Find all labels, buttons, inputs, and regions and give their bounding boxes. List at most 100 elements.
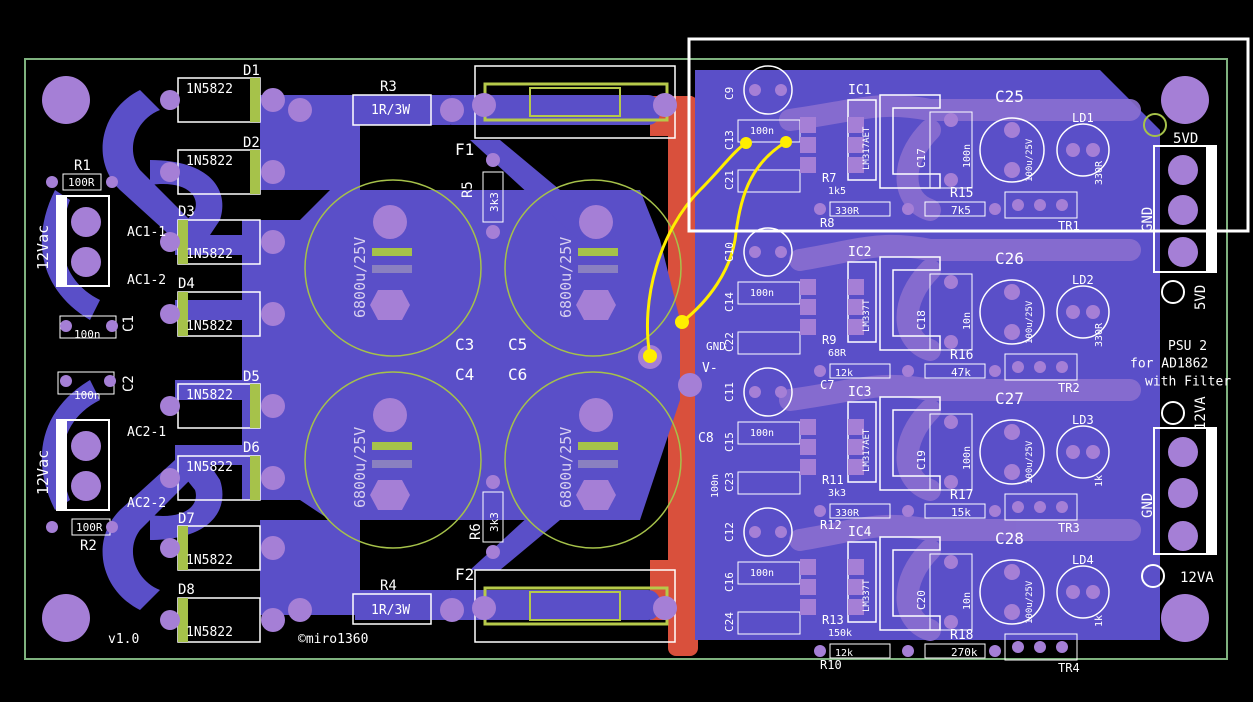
mount-hole-tr	[1161, 76, 1209, 124]
highlight-box	[687, 37, 1250, 233]
label-ac1-1: AC1-1	[127, 225, 166, 240]
label-ic1-led: LD1	[1072, 111, 1094, 125]
resistor-r2	[46, 518, 118, 536]
board-outline	[24, 58, 1228, 660]
connector-j2	[56, 419, 110, 511]
value-r1: 100R	[68, 176, 95, 189]
label-out1-top: 5VD	[1173, 131, 1198, 147]
label-copyright: ©miro1360	[298, 632, 368, 647]
label-ic1-ic-part: LM317AET	[862, 126, 872, 170]
label-ic4-led: LD4	[1072, 553, 1094, 567]
label-r6: R6	[468, 523, 484, 540]
label-c6: C6	[508, 365, 527, 384]
label-ic2-ic: IC2	[848, 245, 871, 260]
label-ic4-c-a: C12	[723, 522, 736, 542]
label-ic2-c-d: C18	[915, 310, 928, 330]
label-c4: C4	[455, 365, 474, 384]
label-ic4-trim: TR4	[1058, 661, 1080, 675]
value-r2: 100R	[76, 521, 103, 534]
channel-ic2	[737, 227, 1110, 381]
label-ic4-r1-val: 150k	[828, 628, 852, 639]
label-out1-bottom: 5VD	[1193, 285, 1209, 310]
label-r2: R2	[80, 538, 97, 554]
label-version: v1.0	[108, 632, 139, 647]
label-ic3-r1-val: 3k3	[828, 488, 846, 499]
label-ic1-r-a: R7	[822, 171, 836, 185]
label-c1: C1	[121, 315, 137, 332]
value-c1: 100n	[74, 328, 101, 341]
value-r4: 1R/3W	[371, 603, 410, 618]
diodes	[160, 77, 285, 643]
label-ic4-v-d: 10n	[962, 592, 973, 610]
label-d3: D3	[178, 204, 195, 220]
label-f2: F2	[455, 565, 474, 584]
label-ic3-r-out: 1k	[1094, 475, 1105, 487]
capacitor-c1	[59, 315, 118, 339]
label-ic4-v-c: 100n	[750, 568, 774, 579]
label-ic1-v-c: 100n	[750, 126, 774, 137]
regulator-channels	[737, 65, 1110, 661]
label-c3: C3	[455, 335, 474, 354]
channel-ic1	[737, 65, 1110, 219]
label-ic3-r-b: R12	[820, 518, 842, 532]
label-ic2-led: LD2	[1072, 273, 1094, 287]
jumper-solder-points	[643, 136, 792, 363]
big-cap-polarity	[372, 248, 618, 468]
label-c2: C2	[121, 375, 137, 392]
label-ic1-ic: IC1	[848, 83, 871, 98]
label-d2: D2	[243, 135, 260, 151]
diode-d1	[160, 77, 285, 123]
label-r5: R5	[460, 181, 476, 198]
label-ic4-cap-value: 100u/25V	[1025, 580, 1035, 624]
label-ic2-v-d: 10n	[962, 312, 973, 330]
value-c3: 6800u/25V	[351, 237, 369, 318]
label-ic2-r-b: C7	[820, 378, 834, 392]
connector-out-12va	[1141, 401, 1217, 588]
diode-d2	[160, 149, 285, 195]
label-ic3-v-set: 15k	[951, 506, 971, 519]
label-ic1-r-b: R8	[820, 216, 834, 230]
label-ac1-2: AC1-2	[127, 273, 166, 288]
label-ic3-r-set: R17	[950, 488, 973, 503]
label-ic2-c-a: C10	[723, 242, 736, 262]
label-ic1-cap-value: 100u/25V	[1025, 138, 1035, 182]
value-diode-d1: 1N5822	[186, 82, 233, 97]
label-ic2-r-a: R9	[822, 333, 836, 347]
label-ic2-v-c: 100n	[750, 288, 774, 299]
value-diode-d6: 1N5822	[186, 460, 233, 475]
label-ic4-r-set: R18	[950, 628, 973, 643]
label-out2-top: 12VA	[1193, 396, 1209, 430]
label-ic2-c-b: C14	[723, 292, 736, 312]
label-d7: D7	[178, 511, 195, 527]
label-ic3-cap-value: 100u/25V	[1025, 440, 1035, 484]
label-ic2-v-set: 47k	[951, 366, 971, 379]
label-ic4-c-b: C16	[723, 572, 736, 592]
channel-ic4	[737, 507, 1110, 661]
label-gnd-1: GND	[1140, 207, 1156, 232]
label-c8: C8	[698, 431, 714, 446]
label-ic4-v-set: 270k	[951, 646, 978, 659]
label-ic1-c-b: C13	[723, 130, 736, 150]
label-ic3-c-c: C23	[723, 472, 736, 492]
label-ic3-led: LD3	[1072, 413, 1094, 427]
label-title-1: PSU 2	[1168, 339, 1207, 354]
mount-hole-tl	[42, 76, 90, 124]
mounting-holes	[42, 76, 1209, 642]
value-r6: 3k3	[488, 512, 501, 532]
label-ic3-r-a: R11	[822, 473, 844, 487]
regulator-traces	[779, 94, 1141, 641]
label-ic3-c-a: C11	[723, 382, 736, 402]
channel-ic3	[737, 367, 1110, 521]
label-ic4-r2-val: 12k	[835, 648, 853, 659]
diode-d8	[160, 597, 285, 643]
label-ic2-r-set: R16	[950, 348, 973, 363]
capacitor-c2	[57, 371, 116, 395]
label-vminus: V-	[702, 361, 718, 376]
value-diode-d8: 1N5822	[186, 625, 233, 640]
label-ic1-c-c: C21	[723, 170, 736, 190]
label-r1: R1	[74, 158, 91, 174]
label-ic2-trim: TR2	[1058, 381, 1080, 395]
label-ic2-c-c: C22	[723, 332, 736, 352]
big-capacitors	[304, 179, 682, 549]
